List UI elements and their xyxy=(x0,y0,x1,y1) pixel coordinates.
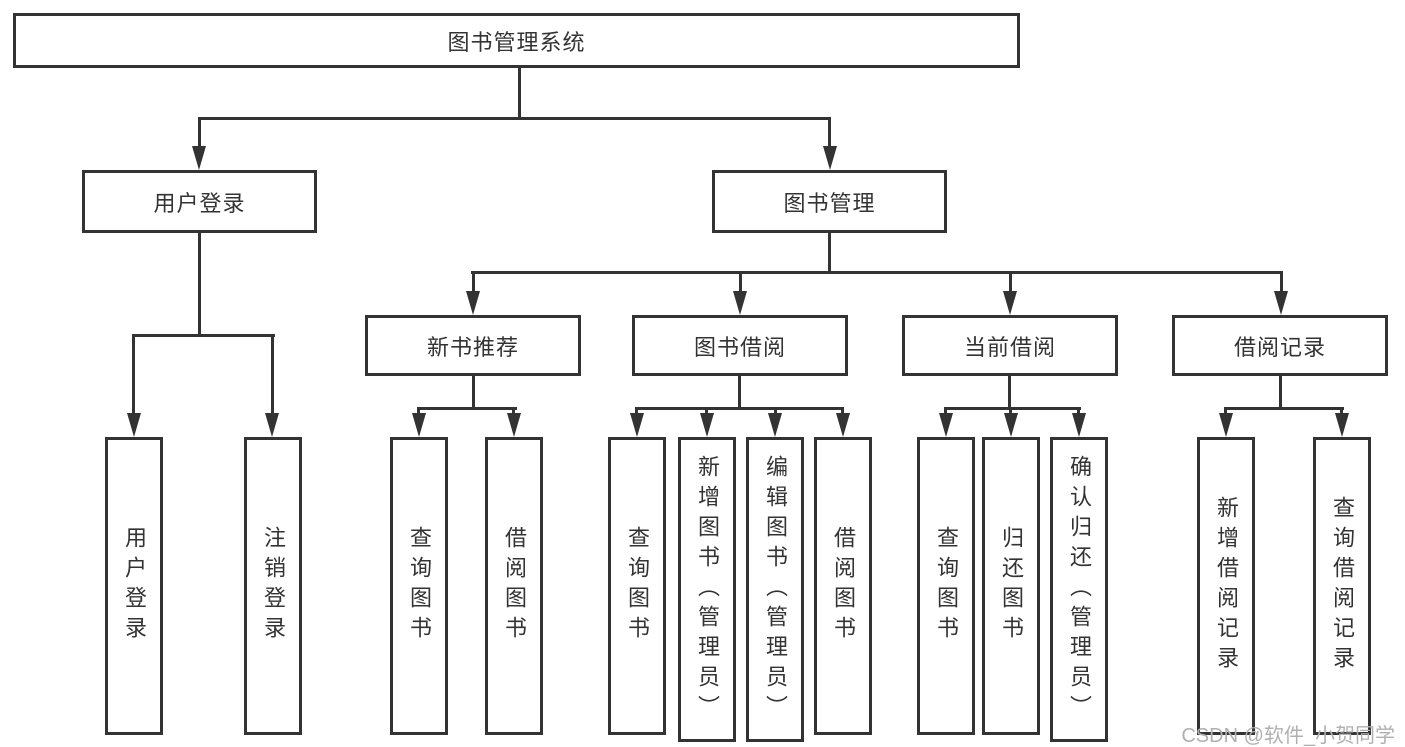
connector-line xyxy=(1077,407,1080,417)
connector-line xyxy=(705,407,708,417)
connector-line xyxy=(1009,271,1012,293)
arrowhead-down-icon xyxy=(630,413,644,437)
connector-line xyxy=(417,407,517,410)
arrowhead-down-icon xyxy=(1003,291,1017,315)
connector-line xyxy=(417,407,420,417)
connector-line xyxy=(635,407,844,410)
connector-line xyxy=(841,407,844,417)
node-borrowing-records: 借阅记录 xyxy=(1172,315,1388,376)
arrowhead-down-icon xyxy=(265,413,279,437)
node-current-borrowing: 当前借阅 xyxy=(902,315,1118,376)
connector-line xyxy=(472,376,475,409)
arrowhead-down-icon xyxy=(1335,413,1349,437)
connector-line xyxy=(518,68,521,118)
connector-line xyxy=(1280,271,1283,293)
connector-line xyxy=(774,407,777,417)
arrowhead-down-icon xyxy=(733,291,747,315)
arrowhead-down-icon xyxy=(939,413,953,437)
connector-line xyxy=(828,233,831,273)
connector-line xyxy=(944,407,1081,410)
connector-line xyxy=(1009,407,1012,417)
arrowhead-down-icon xyxy=(836,413,850,437)
arrowhead-down-icon xyxy=(768,413,782,437)
arrowhead-down-icon xyxy=(127,413,141,437)
node-book-management: 图书管理 xyxy=(712,170,947,233)
node-library-system: 图书管理系统 xyxy=(13,13,1020,68)
connector-line xyxy=(198,117,201,149)
leaf-current-query-books: 查询图书 xyxy=(917,437,975,735)
connector-line xyxy=(1224,407,1344,410)
node-user-login: 用户登录 xyxy=(82,170,317,233)
arrowhead-down-icon xyxy=(1004,413,1018,437)
connector-line xyxy=(739,271,742,293)
connector-line xyxy=(1340,407,1343,417)
connector-line xyxy=(132,334,135,416)
arrowhead-down-icon xyxy=(823,146,837,170)
arrowhead-down-icon xyxy=(507,413,521,437)
leaf-recommend-query-books: 查询图书 xyxy=(390,437,448,735)
connector-line xyxy=(198,233,201,336)
leaf-borrowing-edit-books-admin: 编辑图书（管理员） xyxy=(746,437,804,742)
connector-line xyxy=(271,334,274,416)
leaf-recommend-borrow-books: 借阅图书 xyxy=(485,437,543,735)
arrowhead-down-icon xyxy=(700,413,714,437)
connector-line xyxy=(635,407,638,417)
arrowhead-down-icon xyxy=(192,146,206,170)
connector-line xyxy=(472,271,475,293)
connector-line xyxy=(1279,376,1282,409)
connector-line xyxy=(471,271,1283,274)
leaf-logout-login: 注销登录 xyxy=(244,437,302,735)
arrowhead-down-icon xyxy=(412,413,426,437)
leaf-borrowing-borrow-books: 借阅图书 xyxy=(814,437,872,735)
connector-line xyxy=(1224,407,1227,417)
leaf-borrowing-add-books-admin: 新增图书（管理员） xyxy=(678,437,736,742)
connector-line xyxy=(198,117,831,120)
connector-line xyxy=(1008,376,1011,409)
node-new-book-recommend: 新书推荐 xyxy=(365,315,581,376)
connector-line xyxy=(738,376,741,409)
leaf-current-return-books: 归还图书 xyxy=(982,437,1040,735)
leaf-user-login: 用户登录 xyxy=(105,437,163,735)
node-book-borrowing: 图书借阅 xyxy=(632,315,848,376)
arrowhead-down-icon xyxy=(1219,413,1233,437)
watermark-text: CSDN @软件_小贺同学 xyxy=(1181,725,1395,747)
connector-line xyxy=(132,334,275,337)
connector-line xyxy=(828,117,831,149)
leaf-current-confirm-return-admin: 确认归还（管理员） xyxy=(1050,437,1108,742)
arrowhead-down-icon xyxy=(1274,291,1288,315)
arrowhead-down-icon xyxy=(1072,413,1086,437)
leaf-records-query-record: 查询借阅记录 xyxy=(1313,437,1371,735)
arrowhead-down-icon xyxy=(466,291,480,315)
connector-line xyxy=(944,407,947,417)
connector-line xyxy=(512,407,515,417)
leaf-borrowing-query-books: 查询图书 xyxy=(608,437,666,735)
leaf-records-add-record: 新增借阅记录 xyxy=(1197,437,1255,735)
